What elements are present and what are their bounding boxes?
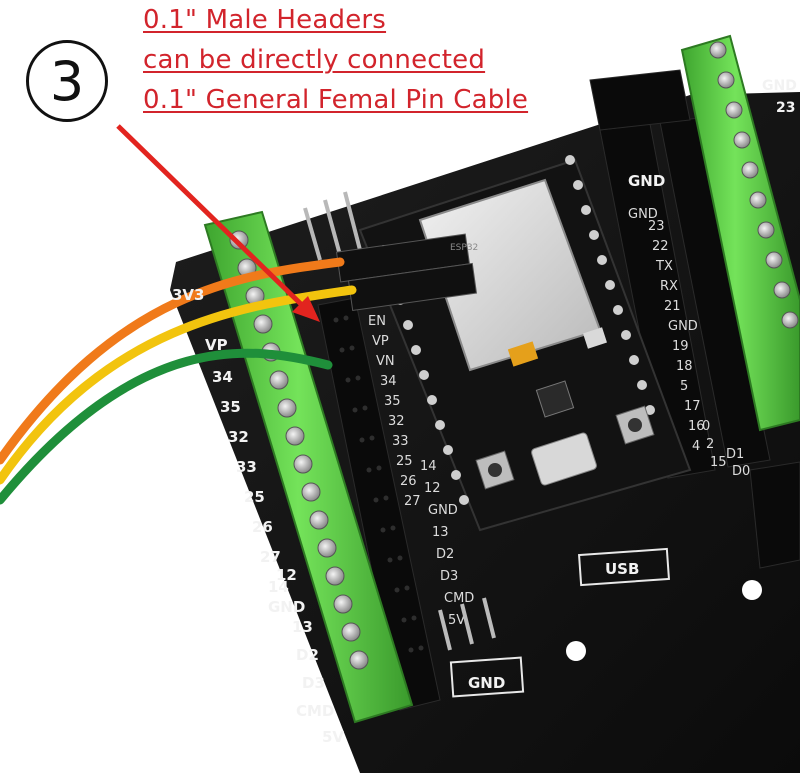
dupont-connectors xyxy=(335,233,478,312)
svg-text:27: 27 xyxy=(260,548,281,566)
caption-line-2: can be directly connected xyxy=(143,45,486,75)
svg-text:12: 12 xyxy=(276,566,297,584)
svg-text:5V: 5V xyxy=(322,728,344,746)
svg-text:4: 4 xyxy=(692,439,700,454)
svg-text:19: 19 xyxy=(672,339,689,354)
silk-inner-left-column: EN VP VN 34 35 32 33 25 26 27 14 12 GND … xyxy=(368,314,474,628)
svg-text:VP: VP xyxy=(372,334,389,349)
svg-text:EN: EN xyxy=(368,314,386,329)
svg-text:VP: VP xyxy=(205,336,228,354)
micro-usb-port xyxy=(531,432,597,486)
orange-wire xyxy=(0,257,345,465)
svg-text:25: 25 xyxy=(244,488,265,506)
svg-text:25: 25 xyxy=(396,454,413,469)
svg-text:GND: GND xyxy=(762,78,797,94)
svg-text:35: 35 xyxy=(220,398,241,416)
svg-text:35: 35 xyxy=(384,394,401,409)
svg-text:32: 32 xyxy=(388,414,405,429)
yellow-wire xyxy=(0,285,357,485)
svg-text:21: 21 xyxy=(664,299,681,314)
svg-text:17: 17 xyxy=(684,399,701,414)
silk-right-edge: GND 23 xyxy=(762,78,797,116)
svg-text:VN: VN xyxy=(376,354,395,369)
step-number-badge: 3 xyxy=(26,40,108,122)
silk-inner-right-column: GND 23 22 TX RX 21 GND 19 18 5 17 16 4 0… xyxy=(628,207,750,479)
green-wire xyxy=(0,348,333,505)
svg-text:D0: D0 xyxy=(732,464,750,479)
caption-line-3: 0.1" General Femal Pin Cable xyxy=(143,85,529,115)
svg-text:CMD: CMD xyxy=(444,591,474,606)
svg-text:GND: GND xyxy=(628,207,658,222)
svg-text:23: 23 xyxy=(776,100,795,116)
bottom-header-pins xyxy=(438,597,496,651)
male-header-pins xyxy=(303,191,362,261)
svg-text:16: 16 xyxy=(688,419,705,434)
svg-text:23: 23 xyxy=(648,219,665,234)
step-number: 3 xyxy=(49,49,85,113)
svg-text:13: 13 xyxy=(292,618,313,636)
svg-text:3V3: 3V3 xyxy=(172,286,204,304)
svg-text:34: 34 xyxy=(380,374,397,389)
devkit-right-pins xyxy=(565,155,655,415)
svg-text:2: 2 xyxy=(706,437,714,452)
left-screw-terminal-block xyxy=(203,210,414,724)
svg-text:33: 33 xyxy=(392,434,409,449)
svg-text:5V: 5V xyxy=(448,613,465,628)
svg-text:5: 5 xyxy=(680,379,688,394)
svg-text:GND: GND xyxy=(668,319,698,334)
gnd-header-bottom-label: GND xyxy=(468,674,505,692)
svg-text:D3: D3 xyxy=(440,569,458,584)
svg-text:D3: D3 xyxy=(302,674,325,692)
svg-text:D2: D2 xyxy=(436,547,454,562)
svg-text:14: 14 xyxy=(268,578,289,596)
svg-text:CMD: CMD xyxy=(296,702,334,720)
svg-text:32: 32 xyxy=(228,428,249,446)
svg-text:13: 13 xyxy=(432,525,449,540)
tantalum-capacitor xyxy=(507,341,539,367)
svg-text:D1: D1 xyxy=(726,447,744,462)
svg-text:12: 12 xyxy=(424,481,441,496)
module-marking: ESP32 xyxy=(450,243,478,253)
svg-text:26: 26 xyxy=(252,518,273,536)
svg-text:D2: D2 xyxy=(296,646,319,664)
svg-text:TX: TX xyxy=(655,259,673,274)
jumper-wires xyxy=(0,257,357,505)
silk-left-column: 3V3 VP 34 35 32 33 25 26 27 14 12 GND 13… xyxy=(172,286,344,746)
caption-text: 0.1" Male Headers can be directly connec… xyxy=(143,0,613,120)
caption-line-1: 0.1" Male Headers xyxy=(143,5,387,35)
silk-header-labels: GND GND USB xyxy=(468,172,665,692)
svg-text:0: 0 xyxy=(702,419,710,434)
svg-text:GND: GND xyxy=(428,503,458,518)
svg-text:GND: GND xyxy=(268,598,305,616)
svg-text:26: 26 xyxy=(400,474,417,489)
svg-text:33: 33 xyxy=(236,458,257,476)
svg-text:14: 14 xyxy=(420,459,437,474)
usb-label: USB xyxy=(605,560,639,578)
svg-text:22: 22 xyxy=(652,239,669,254)
red-pointer-arrow xyxy=(116,124,320,322)
svg-text:18: 18 xyxy=(676,359,693,374)
gnd-header-top-label: GND xyxy=(628,172,665,190)
right-screw-terminal-block xyxy=(680,34,800,432)
svg-text:RX: RX xyxy=(660,279,678,294)
svg-text:34: 34 xyxy=(212,368,233,386)
svg-text:15: 15 xyxy=(710,455,727,470)
svg-text:27: 27 xyxy=(404,494,421,509)
